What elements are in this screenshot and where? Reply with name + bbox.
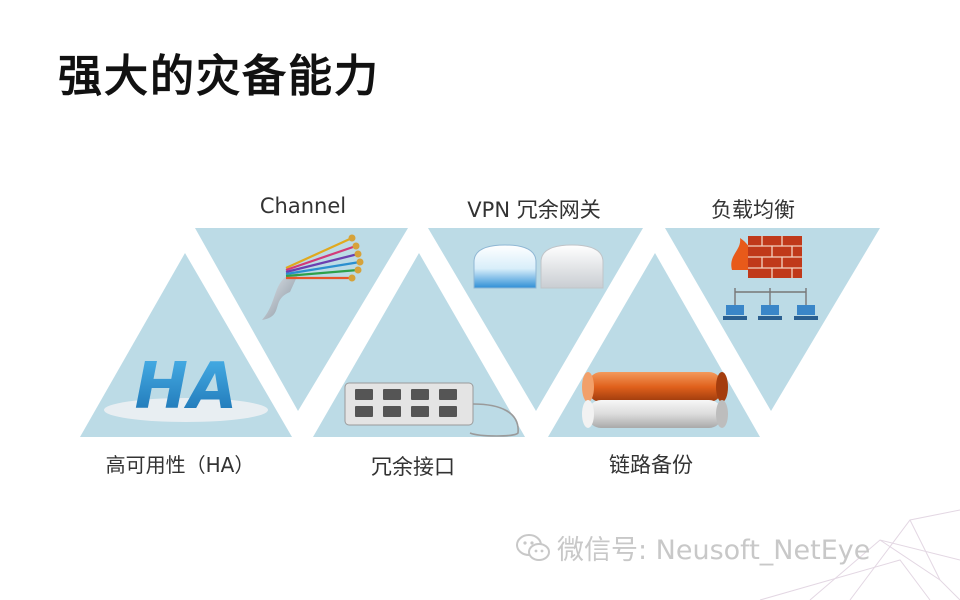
label-redundant-interface: 冗余接口 <box>371 455 455 479</box>
svg-text:HA: HA <box>134 350 237 424</box>
label-ha: 高可用性（HA） <box>105 453 255 477</box>
vpn-gateway-icon <box>473 244 604 289</box>
decorative-network-lines <box>759 509 960 600</box>
page-title: 强大的灾备能力 <box>58 51 380 102</box>
wechat-icon <box>516 533 550 561</box>
network-switch-icon <box>344 382 519 437</box>
fiber-cable-icon <box>262 234 364 320</box>
label-link-backup: 链路备份 <box>609 453 693 477</box>
label-vpn-gateway: VPN 冗余网关 <box>467 198 601 222</box>
triangle-channel <box>195 228 408 411</box>
label-load-balance: 负载均衡 <box>711 198 795 222</box>
watermark: 微信号: Neusoft_NetEye <box>515 528 870 567</box>
watermark-text: 微信号: Neusoft_NetEye <box>557 535 871 566</box>
ha-logo-icon: HA <box>104 350 268 424</box>
backup-pipes-icon <box>582 372 728 428</box>
triangle-ha <box>80 253 292 437</box>
firewall-network-icon <box>723 236 818 320</box>
label-channel: Channel <box>259 194 347 218</box>
